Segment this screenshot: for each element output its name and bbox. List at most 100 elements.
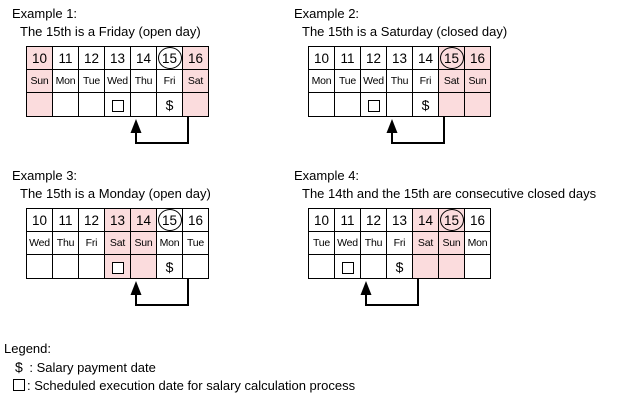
day-cell: Tue [182, 231, 209, 255]
symbol-cell [386, 92, 413, 117]
symbol-cell [26, 92, 53, 117]
execution-square-icon [367, 99, 380, 112]
square-icon [13, 379, 25, 391]
example-description: The 14th and the 15th are consecutive cl… [302, 186, 597, 201]
symbol-cell [182, 254, 209, 279]
symbol-cell [104, 92, 131, 117]
table-row: $ [308, 92, 491, 117]
symbol-cell [360, 254, 387, 279]
symbol-cell [334, 92, 361, 117]
date-cell: 16 [182, 46, 209, 70]
date-cell: 15 [156, 208, 183, 232]
day-cell: Mon [308, 69, 335, 93]
date-cell: 12 [78, 208, 105, 232]
day-cell: Fri [386, 231, 413, 255]
day-cell: Sat [104, 231, 131, 255]
symbol-cell [334, 254, 361, 279]
symbol-cell [438, 254, 465, 279]
symbol-cell [104, 254, 131, 279]
date-cell: 16 [464, 46, 491, 70]
symbol-cell [26, 254, 53, 279]
day-cell: Thu [386, 69, 413, 93]
payment-dollar-icon: $ [421, 96, 430, 113]
day-cell: Sun [130, 231, 157, 255]
symbol-cell [182, 92, 209, 117]
payment-dollar-icon: $ [395, 258, 404, 275]
example-1-block: Example 1: The 15th is a Friday (open da… [8, 6, 209, 147]
symbol-cell [78, 92, 105, 117]
day-cell: Thu [52, 231, 79, 255]
date-cell: 16 [182, 208, 209, 232]
symbol-cell [308, 254, 335, 279]
pointer-arrow [130, 279, 189, 306]
day-cell: Sat [182, 69, 209, 93]
execution-square-icon [111, 261, 124, 274]
day-cell: Wed [360, 69, 387, 93]
example-label: Example 1: [12, 6, 78, 21]
symbol-cell [52, 92, 79, 117]
day-cell: Fri [156, 69, 183, 93]
symbol-cell [360, 92, 387, 117]
day-cell: Fri [78, 231, 105, 255]
date-cell: 13 [386, 46, 413, 70]
symbol-cell: $ [156, 254, 183, 279]
day-cell: Sat [412, 231, 439, 255]
circled-date-marker [439, 47, 464, 69]
date-cell: 11 [52, 46, 79, 70]
example-label: Example 2: [294, 6, 360, 21]
table-row: $ [26, 254, 209, 279]
date-cell: 10 [26, 46, 53, 70]
date-cell: 14 [412, 46, 439, 70]
date-cell: 15 [438, 46, 465, 70]
date-cell: 13 [104, 208, 131, 232]
circled-date-marker [157, 209, 182, 231]
date-cell: 15 [438, 208, 465, 232]
date-cell: 13 [104, 46, 131, 70]
example-description: The 15th is a Monday (open day) [20, 186, 211, 201]
date-cell: 12 [360, 46, 387, 70]
example-3-block: Example 3: The 15th is a Monday (open da… [8, 168, 211, 309]
symbol-cell [78, 254, 105, 279]
day-cell: Tue [334, 69, 361, 93]
pointer-arrow [360, 279, 419, 306]
date-cell: 10 [26, 208, 53, 232]
symbol-cell [52, 254, 79, 279]
date-cell: 16 [464, 208, 491, 232]
payment-dollar-icon: $ [165, 258, 174, 275]
pointer-arrow [386, 117, 445, 144]
circled-date-marker [157, 47, 182, 69]
date-cell: 12 [360, 208, 387, 232]
day-cell: Tue [308, 231, 335, 255]
date-cell: 14 [130, 46, 157, 70]
symbol-cell [464, 92, 491, 117]
execution-square-icon [111, 99, 124, 112]
table-row: $ [308, 254, 491, 279]
day-cell: Sun [26, 69, 53, 93]
legend: Legend: $ : Salary payment date : Schedu… [4, 341, 355, 393]
date-cell: 14 [130, 208, 157, 232]
table-row: $ [26, 92, 209, 117]
symbol-cell [438, 92, 465, 117]
day-cell: Wed [334, 231, 361, 255]
symbol-cell: $ [156, 92, 183, 117]
legend-title: Legend: [4, 341, 51, 356]
date-cell: 11 [334, 46, 361, 70]
day-cell: Thu [360, 231, 387, 255]
symbol-cell: $ [412, 92, 439, 117]
day-cell: Fri [412, 69, 439, 93]
symbol-cell [130, 254, 157, 279]
symbol-cell [464, 254, 491, 279]
date-cell: 13 [386, 208, 413, 232]
date-cell: 11 [334, 208, 361, 232]
example-label: Example 4: [294, 168, 360, 183]
